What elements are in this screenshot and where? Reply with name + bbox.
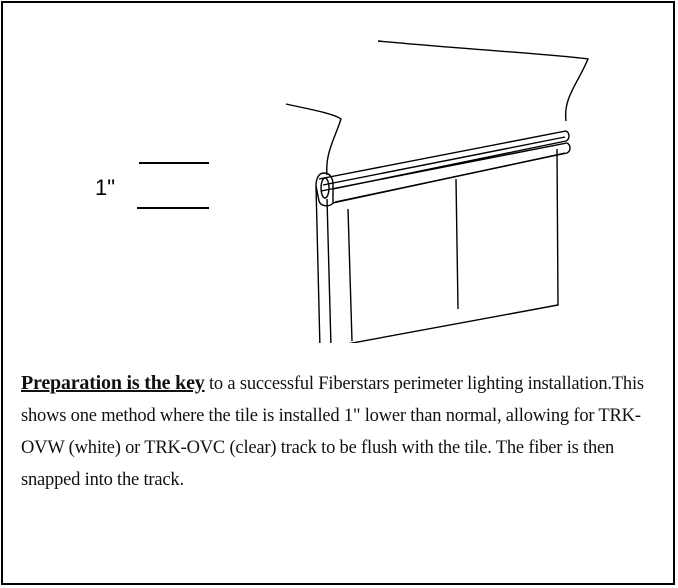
tile-wall-front-edge: [326, 198, 332, 343]
fiber-end: [320, 177, 330, 199]
track-outer: [318, 130, 570, 190]
caption-lead: Preparation is the key: [21, 371, 205, 394]
track-lip: [320, 142, 571, 203]
track-installation-diagram: [137, 40, 589, 343]
fiber-cable-front: [285, 103, 342, 176]
track-end-cap: [315, 172, 334, 207]
track-inner: [322, 136, 566, 186]
tile-joint-left: [347, 208, 353, 342]
fiber-cable-back: [377, 40, 589, 122]
dimension-label: 1": [95, 175, 116, 200]
tile-joint-middle: [455, 178, 459, 310]
caption-text: Preparation is the key to a successful F…: [21, 367, 659, 496]
caption-body: to a successful Fiberstars perimeter lig…: [21, 373, 644, 490]
tile-wall: [315, 148, 559, 343]
